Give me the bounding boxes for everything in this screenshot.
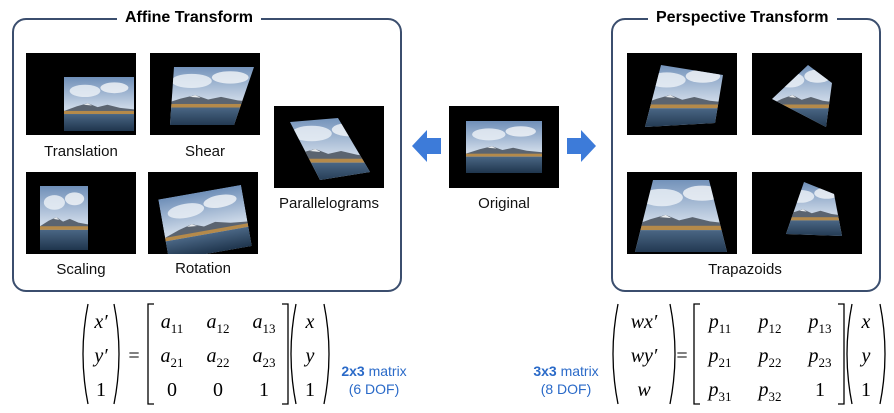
arrow-left-icon: [412, 130, 441, 162]
persp-lhs-1: wx′: [631, 311, 658, 333]
persp-lhs-2: wy′: [631, 345, 658, 367]
svg-text:=: =: [676, 345, 687, 367]
affine-rhs-2: y: [304, 345, 315, 367]
rotation-image: [148, 172, 258, 254]
perspective-matrix-word: matrix: [560, 363, 599, 379]
affine-dof: (6 DOF): [348, 381, 400, 397]
perspective-image-1: [627, 53, 737, 135]
parallelograms-label: Parallelograms: [278, 195, 380, 212]
affine-a23: a23: [253, 345, 276, 370]
svg-text:=: =: [128, 345, 139, 367]
arrow-right-icon: [567, 130, 596, 162]
original-image: [449, 106, 559, 188]
affine-rhs-3: 1: [305, 379, 315, 401]
perspective-title: Perspective Transform: [648, 9, 837, 27]
affine-matrix-size: 2x3: [341, 363, 365, 379]
affine-lhs-3: 1: [96, 379, 106, 401]
affine-matrix-note: 2x3 matrix (6 DOF): [334, 362, 414, 398]
persp-p23: p23: [807, 345, 832, 370]
original-label: Original: [478, 195, 530, 212]
affine-title: Affine Transform: [117, 9, 262, 27]
shear-image: [150, 53, 260, 135]
perspective-image-4: [752, 172, 862, 254]
persp-rhs-3: 1: [861, 379, 871, 401]
affine-matrix-equation: x′ y′ 1 = a11 a12 a13 a21 a22 a23 0 0 1 …: [82, 303, 330, 405]
perspective-matrix-note: 3x3 matrix (8 DOF): [526, 362, 606, 398]
perspective-dof: (8 DOF): [540, 381, 592, 397]
persp-p21: p21: [707, 345, 732, 370]
affine-a22: a22: [207, 345, 230, 370]
persp-p22: p22: [757, 345, 782, 370]
persp-p31: p31: [707, 379, 732, 404]
affine-matrix-word: matrix: [368, 363, 407, 379]
scaling-label: Scaling: [56, 261, 106, 278]
translation-label: Translation: [44, 143, 118, 160]
affine-a32: 0: [213, 379, 223, 401]
persp-p12: p12: [757, 311, 782, 336]
rotation-label: Rotation: [175, 260, 231, 277]
affine-lhs-1: x′: [93, 311, 108, 333]
persp-rhs-1: x: [861, 311, 871, 333]
translation-image: [26, 53, 136, 135]
affine-rhs-1: x: [305, 311, 315, 333]
perspective-image-3: [627, 172, 737, 254]
shear-label: Shear: [184, 143, 226, 160]
perspective-image-2: [752, 53, 862, 135]
scaling-image: [26, 172, 136, 254]
affine-a31: 0: [167, 379, 177, 401]
affine-a13: a13: [253, 311, 276, 336]
persp-p33: 1: [815, 379, 825, 401]
perspective-matrix-equation: wx′ wy′ w = p11 p12 p13 p21 p22 p23 p31 …: [612, 303, 886, 405]
affine-a21: a21: [161, 345, 184, 370]
affine-a12: a12: [207, 311, 230, 336]
persp-p32: p32: [757, 379, 782, 404]
affine-a33: 1: [259, 379, 269, 401]
persp-p11: p11: [707, 311, 732, 336]
affine-a11: a11: [161, 311, 184, 336]
trapazoids-label: Trapazoids: [708, 261, 782, 278]
parallelograms-image: [274, 106, 384, 188]
affine-lhs-2: y′: [92, 345, 108, 367]
persp-lhs-3: w: [637, 379, 651, 401]
perspective-matrix-size: 3x3: [533, 363, 557, 379]
persp-p13: p13: [807, 311, 832, 336]
persp-rhs-2: y: [860, 345, 871, 367]
